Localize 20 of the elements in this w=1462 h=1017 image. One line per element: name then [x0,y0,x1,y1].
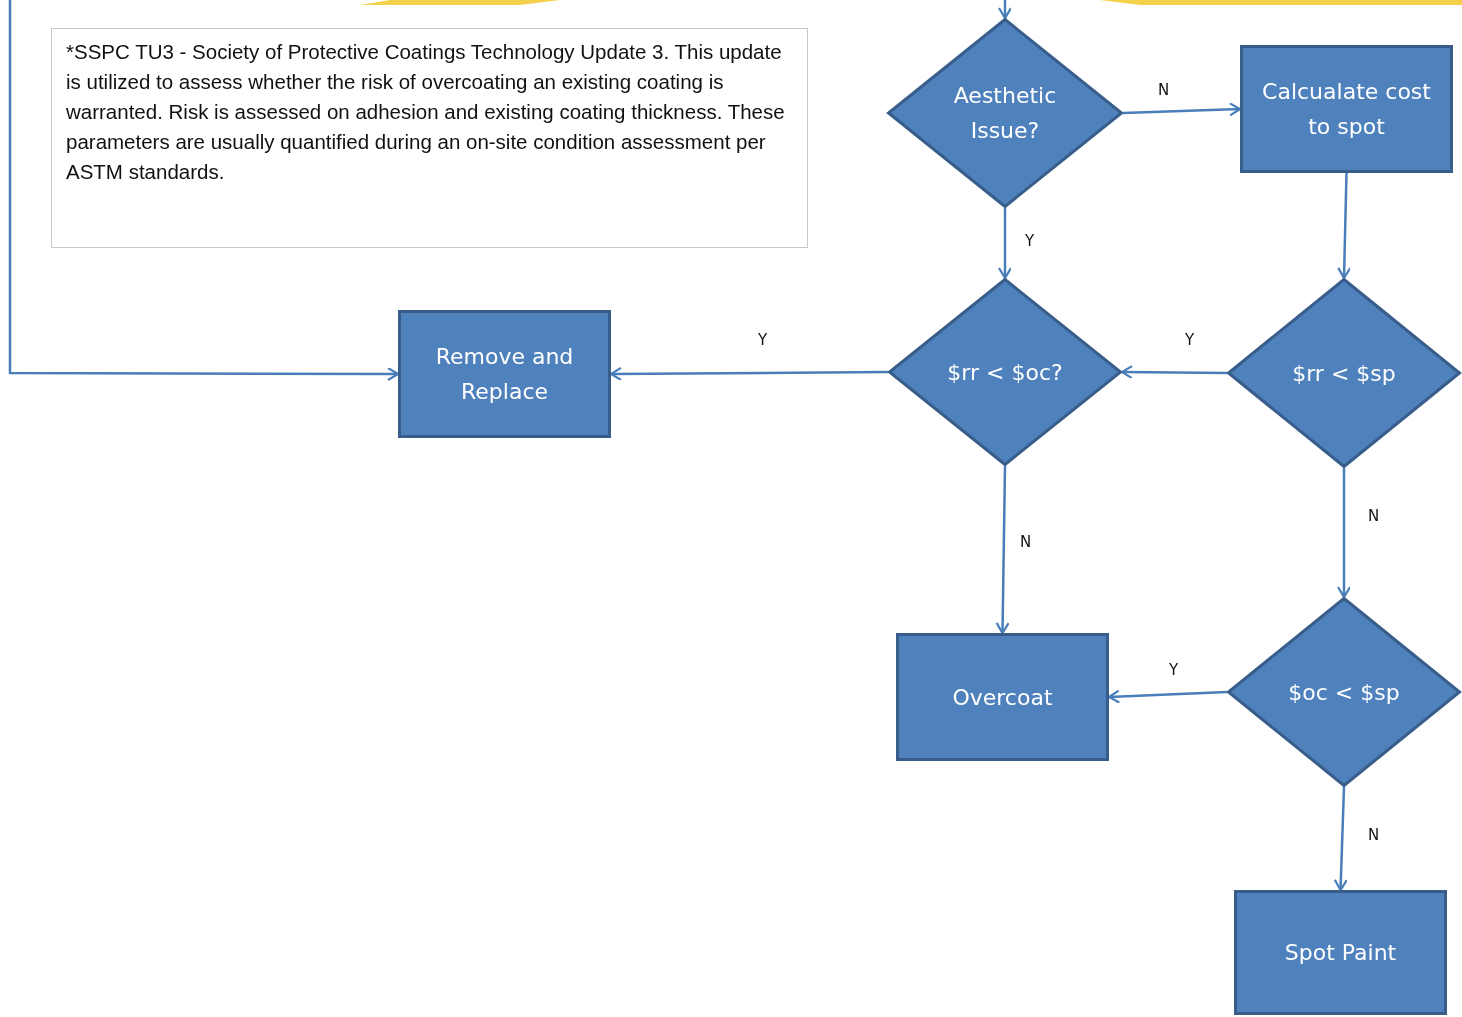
decision-label: $rr < $oc? [947,358,1063,387]
arrow [1122,102,1242,117]
decision-label: $rr < $sp [1292,359,1396,388]
arrow [997,0,1013,20]
arrow [8,0,400,382]
process-box: Spot Paint [1234,890,1447,1015]
arrow [1333,786,1348,892]
decision-label: $oc < $sp [1288,678,1400,707]
arrow [995,466,1010,635]
arrow [1120,365,1227,380]
note-box: *SSPC TU3 - Society of Protective Coatings Technology Update 3. This update is utilized to assess whether the risk of overcoating an existing coating is warranted. Risk is assessed on adhesion and existing coating thickness. These parameters are usually quantified during an on-site condition assessment per ASTM standards. [51,28,808,248]
arrow [1336,468,1352,599]
process-box: Calcualate cost to spot [1240,45,1453,173]
arrow [1337,172,1352,280]
decision-label: Aesthetic Issue? [952,82,1058,145]
arrow [1107,689,1228,704]
process-box: Overcoat [896,633,1109,761]
arrow [609,366,888,382]
process-box: Remove and Replace [398,310,611,438]
arrow [997,208,1013,280]
